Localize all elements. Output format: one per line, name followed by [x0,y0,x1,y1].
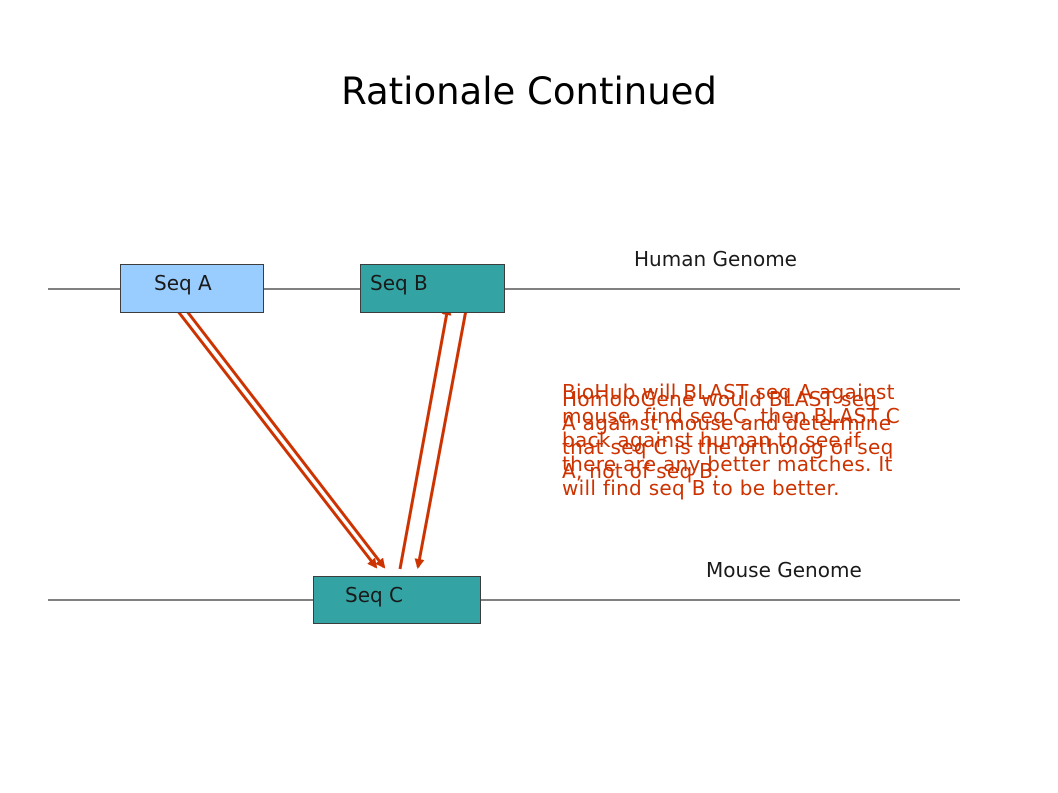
seq-b-label: Seq B [370,271,428,295]
biohub-note: BioHub will BLAST seq A against mouse, f… [562,380,901,500]
arrow-a-to-c-inner [184,309,386,569]
human-genome-label: Human Genome [634,247,797,271]
homologene-note: HomoloGene would BLAST seq A against mou… [562,387,894,483]
arrow-c-to-b [398,305,452,570]
seq-a-box: Seq A [120,264,264,313]
slide-title: Rationale Continued [341,70,717,113]
seq-c-label: Seq C [345,583,404,607]
seq-b-box: Seq B [360,264,505,313]
arrow-a-to-c-outer [175,309,378,569]
arrow-b-to-c [414,309,468,569]
seq-a-label: Seq A [154,271,212,295]
seq-c-box: Seq C [313,576,481,624]
mouse-genome-label: Mouse Genome [706,558,862,582]
